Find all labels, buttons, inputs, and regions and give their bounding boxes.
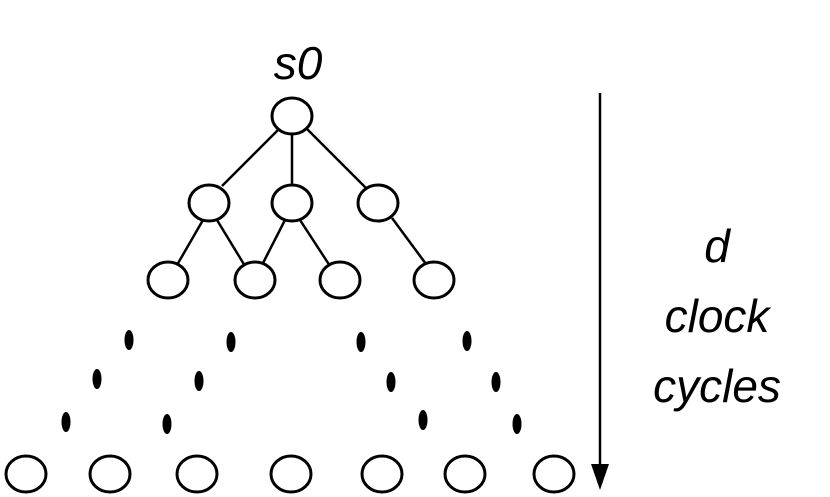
edge-root-l1-3 bbox=[305, 127, 367, 189]
node-l2-2 bbox=[233, 260, 277, 300]
ellipsis-dot bbox=[162, 414, 172, 434]
tree-edges bbox=[175, 127, 428, 267]
node-l2-3 bbox=[318, 260, 362, 300]
node-leaf-4 bbox=[269, 454, 313, 494]
node-l2-4 bbox=[412, 260, 456, 300]
edge-l1-3-l2-4 bbox=[390, 217, 428, 265]
tree-nodes bbox=[4, 96, 576, 494]
node-root bbox=[270, 96, 314, 136]
node-leaf-6 bbox=[443, 454, 487, 494]
depth-label-line-1: d bbox=[704, 220, 731, 272]
edge-l1-2-l2-3 bbox=[298, 219, 332, 267]
root-label: s0 bbox=[274, 37, 323, 89]
ellipsis-dot bbox=[356, 332, 366, 352]
ellipsis-dot bbox=[512, 414, 522, 434]
node-l1-3 bbox=[356, 183, 400, 223]
node-leaf-1 bbox=[4, 454, 48, 494]
ellipsis-dot bbox=[418, 410, 428, 430]
node-leaf-2 bbox=[88, 454, 132, 494]
edge-root-l1-1 bbox=[221, 128, 280, 187]
node-leaf-5 bbox=[360, 454, 404, 494]
ellipsis-dot bbox=[124, 330, 134, 350]
depth-label-line-3: cycles bbox=[653, 360, 781, 412]
ellipsis-dot bbox=[386, 372, 396, 392]
ellipsis-dot bbox=[61, 412, 71, 432]
edge-l1-1-l2-1 bbox=[175, 219, 205, 266]
node-leaf-3 bbox=[175, 454, 219, 494]
node-leaf-7 bbox=[532, 454, 576, 494]
ellipsis-dot bbox=[194, 371, 204, 391]
node-l2-1 bbox=[146, 260, 190, 300]
edge-l1-1-l2-2 bbox=[215, 219, 247, 267]
ellipsis-dot bbox=[462, 331, 472, 351]
ellipsis-dots bbox=[61, 330, 522, 434]
arrow-head-icon bbox=[591, 464, 609, 490]
ellipsis-dot bbox=[226, 332, 236, 352]
edge-l1-2-l2-2 bbox=[260, 219, 287, 266]
node-l1-2 bbox=[270, 183, 314, 223]
depth-arrow bbox=[591, 93, 609, 490]
node-l1-1 bbox=[187, 183, 231, 223]
ellipsis-dot bbox=[92, 369, 102, 389]
ellipsis-dot bbox=[491, 372, 501, 392]
depth-label-line-2: clock bbox=[665, 290, 772, 342]
